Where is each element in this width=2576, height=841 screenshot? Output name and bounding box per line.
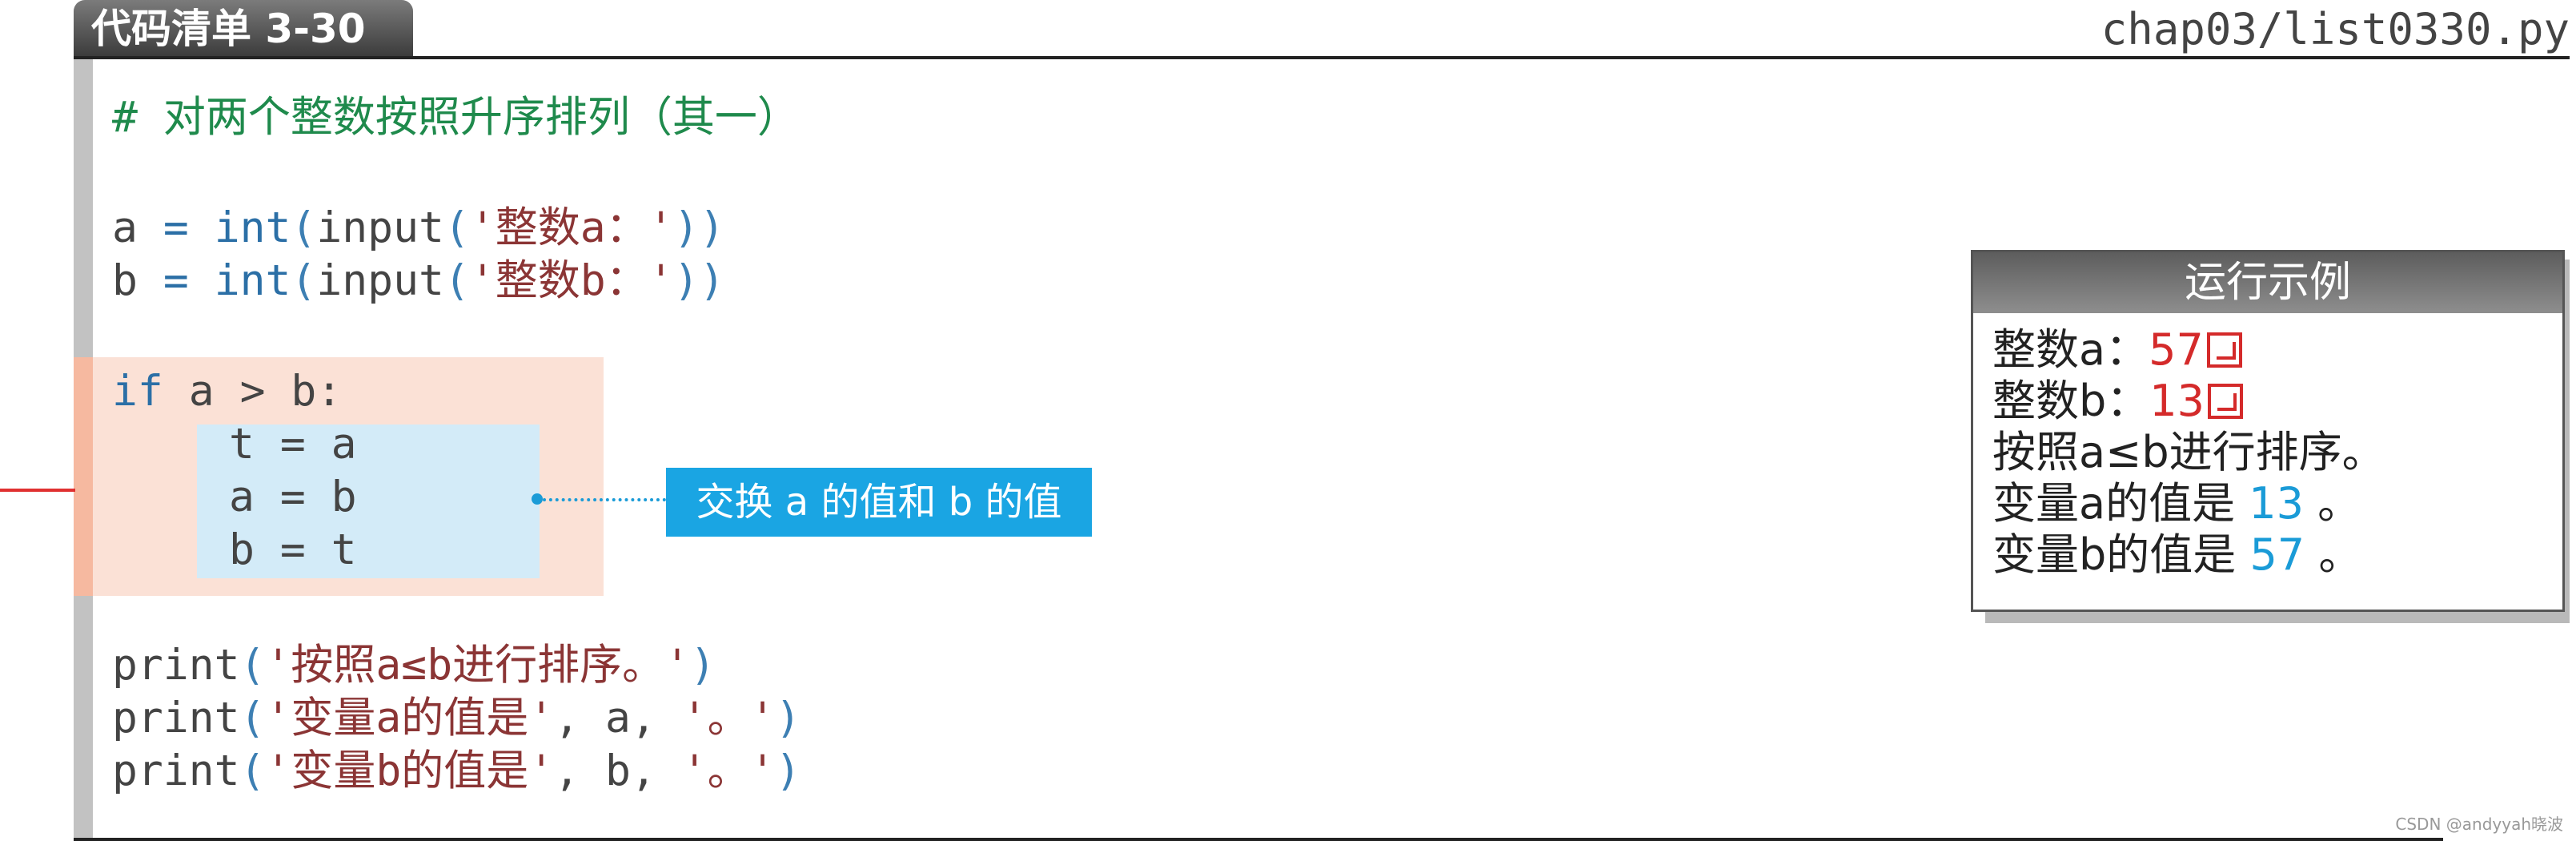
swap-block-highlight [197, 425, 540, 578]
watermark: CSDN @andyyah晓波 [2395, 815, 2563, 834]
enter-key-icon [2206, 332, 2242, 368]
run-example-box: 运行示例 整数a：57 整数b：13 按照a≤b进行排序。 变量a的值是 13 … [1971, 250, 2565, 612]
run-example-title: 运行示例 [1973, 252, 2562, 313]
file-path: chap03/list0330.py [2101, 4, 2570, 54]
code-line-b: b = int(input('整数b：')) [112, 256, 725, 305]
enter-key-icon [2208, 384, 2243, 419]
run-line-output-a: 变量a的值是 13 。 [1992, 478, 2361, 529]
callout-dot [532, 493, 543, 505]
code-print-sort: print('按照a≤b进行排序。') [112, 641, 716, 690]
code-body-line: a = b [229, 473, 357, 521]
run-example-output: 整数a：57 整数b：13 按照a≤b进行排序。 变量a的值是 13 。 变量b… [1973, 313, 2562, 581]
run-line-output-b: 变量b的值是 57 。 [1992, 529, 2362, 580]
code-comment: # 对两个整数按照升序排列（其一） [112, 93, 800, 142]
code-if-line: if a > b: [112, 367, 343, 416]
code-body-line: b = t [229, 525, 357, 574]
run-line-input-a: 整数a：57 [1992, 324, 2562, 376]
run-line-sort-msg: 按照a≤b进行排序。 [1992, 427, 2385, 477]
header-divider [74, 56, 2570, 59]
code-line-a: a = int(input('整数a：')) [112, 203, 725, 252]
if-block-margin [74, 357, 93, 596]
code-body-line: t = a [229, 420, 357, 469]
bottom-divider [74, 838, 2443, 841]
swap-callout: 交换 a 的值和 b 的值 [666, 468, 1092, 537]
callout-leader-line [543, 498, 666, 501]
code-print-b: print('变量b的值是', b, '。') [112, 746, 801, 795]
run-line-input-b: 整数b：13 [1992, 376, 2562, 427]
code-print-a: print('变量a的值是', a, '。') [112, 694, 801, 742]
listing-label: 代码清单 3-30 [74, 0, 413, 56]
line-marker [0, 489, 75, 492]
